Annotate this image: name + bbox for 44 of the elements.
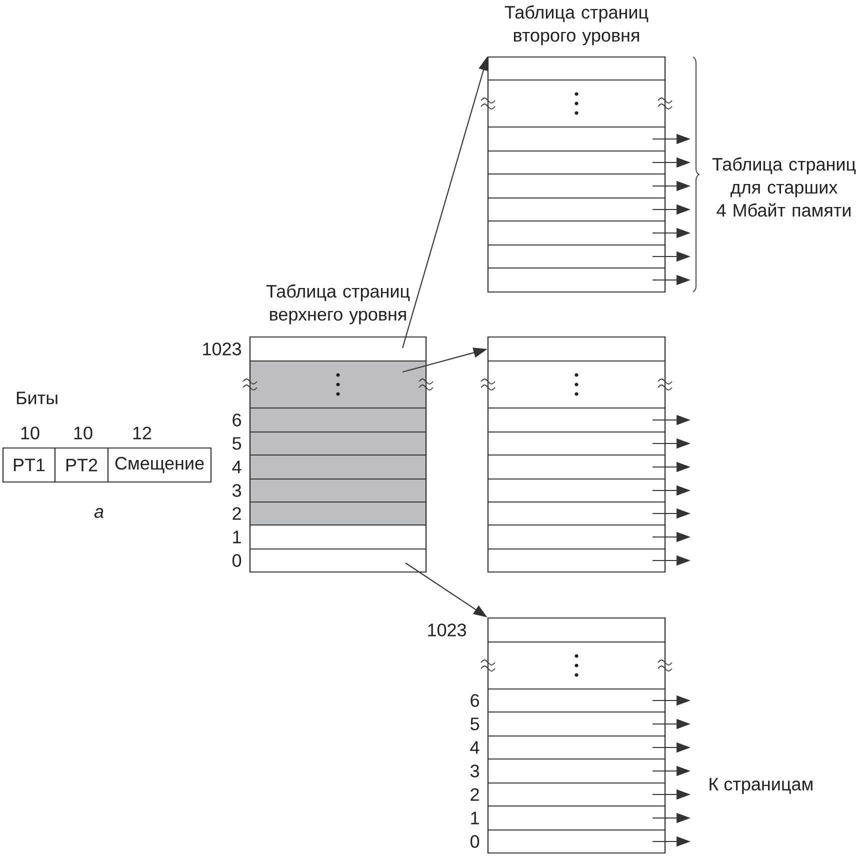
row-index: 0 [470, 835, 480, 848]
bits-heading: Биты [16, 392, 58, 404]
table-row [487, 524, 666, 550]
table-heading: Таблица страниц второго уровня [504, 5, 648, 46]
table-row [487, 454, 666, 480]
address-field: PT2 [54, 447, 109, 483]
row-index: 1 [471, 812, 479, 824]
row-index: 0 [232, 554, 242, 567]
bit-count: 12 [133, 426, 152, 440]
row-index: 5 [470, 718, 480, 730]
table-row [487, 548, 666, 573]
table-row [487, 501, 666, 526]
table-row [487, 431, 666, 456]
address-field: Смещение [107, 447, 212, 483]
table-row [487, 173, 666, 199]
bit-count: 10 [21, 426, 40, 440]
table-row [487, 267, 666, 293]
row-index: 1023 [428, 624, 466, 636]
table-row [487, 336, 666, 362]
table-row [487, 56, 666, 81]
row-index: 4 [470, 741, 480, 754]
table-heading: Таблица страниц верхнего уровня [266, 284, 410, 324]
bit-count: 10 [74, 426, 92, 440]
row-index: 2 [232, 507, 241, 520]
table-row [487, 407, 666, 433]
row-index: 1023 [203, 342, 241, 356]
table-row [487, 244, 666, 269]
subfigure-letter: а [94, 508, 104, 518]
row-index: 5 [232, 437, 242, 450]
brace-label: Таблица страниц для старших 4 Мбайт памяти [712, 157, 856, 217]
row-index: 2 [470, 788, 479, 801]
pages-label: К страницам [710, 778, 812, 794]
table-row [487, 220, 666, 246]
row-index: 4 [232, 460, 242, 474]
row-index: 3 [470, 764, 480, 778]
row-index: 1 [233, 530, 241, 544]
row-index: 6 [232, 414, 242, 426]
table-row [487, 478, 666, 503]
table-row [487, 150, 666, 175]
table-row [487, 197, 666, 222]
row-index: 6 [470, 694, 480, 707]
table-row [487, 126, 666, 152]
row-index: 3 [232, 484, 242, 497]
address-field: PT1 [2, 447, 56, 483]
